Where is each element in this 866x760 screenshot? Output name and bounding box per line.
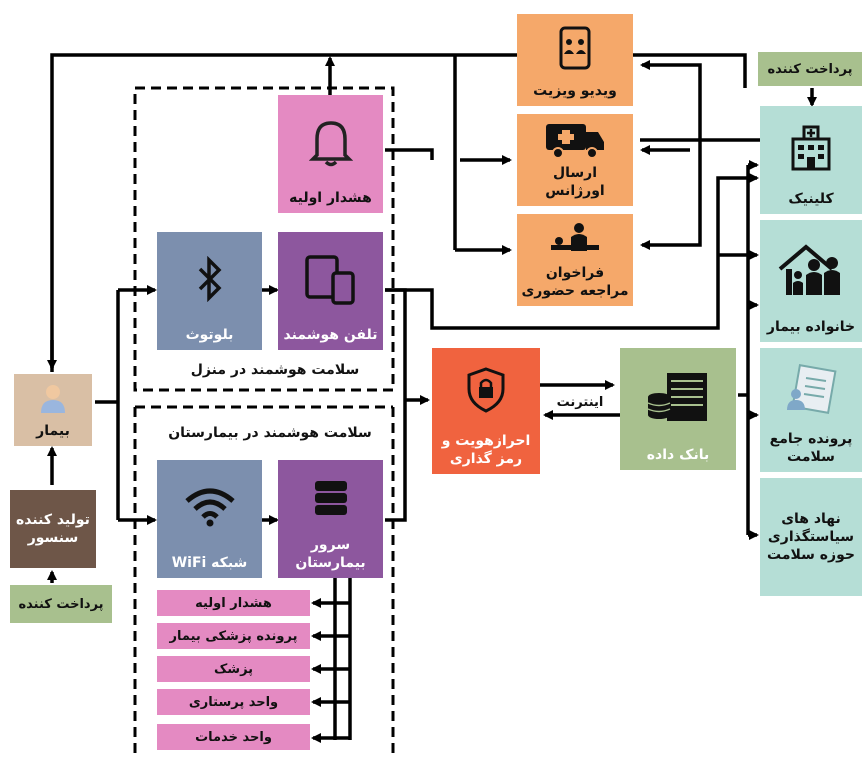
bluetooth-label: بلوتوث xyxy=(185,327,234,343)
hospital-list-item: پرونده پزشکی بیمار xyxy=(157,623,310,649)
sensor-maker-label: تولید کننده سنسور xyxy=(16,512,90,546)
policy-makers-label: نهاد های سیاستگذاری حوزه سلامت xyxy=(767,511,855,563)
patient-family-box: خانواده بیمار xyxy=(760,220,862,342)
patient-family-label: خانواده بیمار xyxy=(766,319,856,335)
server-label: سرور بیمارستان xyxy=(295,537,366,571)
video-visit-label: ویدیو ویزیت xyxy=(533,83,617,99)
wifi-icon xyxy=(157,460,262,554)
hospital-list-item: پزشک xyxy=(157,656,310,682)
ambulance-icon xyxy=(517,114,633,164)
policy-makers-box: نهاد های سیاستگذاری حوزه سلامت xyxy=(760,478,862,596)
health-record-box: پرونده جامع سلامت xyxy=(760,348,862,472)
auth-encryption-box: احرازهویت و رمز گذاری xyxy=(432,348,540,474)
clinic-building-icon xyxy=(760,106,862,190)
hospital-section-label: سلامت هوشمند در بیمارستان xyxy=(168,425,372,441)
recall-box: فراخوان مراجعه حضوری xyxy=(517,214,633,306)
patient-box: بیمار xyxy=(14,374,92,446)
smartphone-label: تلفن هوشمند xyxy=(283,327,378,343)
right-payer-box: پرداخت کننده xyxy=(758,52,862,86)
database-label: بانک داده xyxy=(646,447,710,463)
patient-icon xyxy=(14,374,92,422)
left-payer-box: پرداخت کننده xyxy=(10,585,112,623)
hospital-list-item: واحد خدمات xyxy=(157,724,310,750)
recall-label: فراخوان مراجعه حضوری xyxy=(521,265,629,299)
shield-lock-icon xyxy=(432,348,540,432)
tablet-phone-icon xyxy=(278,232,383,326)
health-record-icon xyxy=(760,348,862,430)
early-alert-box: هشدار اولیه xyxy=(278,95,383,213)
auth-encryption-label: احرازهویت و رمز گذاری xyxy=(441,433,531,467)
wifi-label: شبکه WiFi xyxy=(171,555,248,571)
patient-label: بیمار xyxy=(36,423,70,439)
clinic-label: کلینیک xyxy=(788,191,834,207)
bluetooth-box: بلوتوث xyxy=(157,232,262,350)
smartphone-box: تلفن هوشمند xyxy=(278,232,383,350)
server-box: سرور بیمارستان xyxy=(278,460,383,578)
video-call-icon xyxy=(517,14,633,82)
doctor-visit-icon xyxy=(517,214,633,264)
ambulance-label: ارسال اورژانس xyxy=(545,165,605,199)
clinic-box: کلینیک xyxy=(760,106,862,214)
video-visit-box: ویدیو ویزیت xyxy=(517,14,633,106)
server-icon xyxy=(278,460,383,536)
wifi-box: شبکه WiFi xyxy=(157,460,262,578)
hospital-list-item: هشدار اولیه xyxy=(157,590,310,616)
sensor-maker-box: تولید کننده سنسور xyxy=(10,490,96,568)
bell-icon xyxy=(278,95,383,189)
early-alert-label: هشدار اولیه xyxy=(289,190,372,206)
internet-label: اینترنت xyxy=(556,395,604,410)
database-server-icon xyxy=(620,348,736,446)
bluetooth-icon xyxy=(157,232,262,326)
home-section-label: سلامت هوشمند در منزل xyxy=(190,362,360,378)
hospital-list-item: واحد پرستاری xyxy=(157,689,310,715)
database-box: بانک داده xyxy=(620,348,736,470)
family-house-icon xyxy=(760,220,862,318)
ambulance-box: ارسال اورژانس xyxy=(517,114,633,206)
health-record-label: پرونده جامع سلامت xyxy=(769,431,853,465)
